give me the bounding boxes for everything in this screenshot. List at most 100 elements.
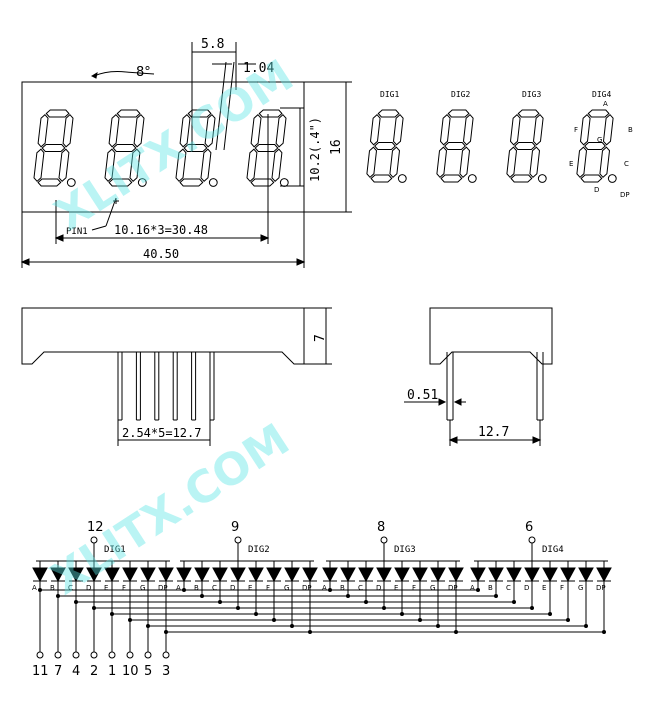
segment-e <box>104 148 116 183</box>
front-digit-4 <box>246 109 288 187</box>
segment-name-label: DP <box>448 584 458 592</box>
pinout-dig1-label: DIG1 <box>380 90 399 99</box>
segment-b <box>602 113 614 146</box>
width-arrows <box>22 259 304 265</box>
segment-name-label: G <box>578 584 583 592</box>
segment-g <box>373 142 397 150</box>
segment-dp <box>209 179 217 187</box>
dig-label-1: DIG1 <box>104 545 126 555</box>
seg-label-g: G <box>597 136 602 144</box>
segment-name-label: F <box>560 584 564 592</box>
body-width-label: 40.50 <box>143 247 179 261</box>
front-labels: 8° 5.8 1.04 10.2(.4") 16 PIN1 10.16*3=30… <box>66 37 344 261</box>
common-pin-3 <box>381 537 387 543</box>
angle-label: 8° <box>136 65 151 80</box>
led-diode <box>68 567 84 583</box>
pinout-digits <box>366 109 616 183</box>
led-diode <box>140 567 156 583</box>
segment-dp <box>67 179 75 187</box>
front-view <box>22 42 352 268</box>
segment-name-label: D <box>86 584 91 592</box>
segment-dp <box>538 175 546 183</box>
segment-e <box>33 148 45 183</box>
bottom-pin-4 <box>91 652 97 658</box>
seg-width-label: 5.8 <box>201 37 224 52</box>
pin1-leader <box>106 198 116 226</box>
segment-g <box>112 144 137 152</box>
end-body-outline <box>430 308 552 364</box>
pinout-digit-3 <box>506 109 546 183</box>
segment-e <box>436 146 448 179</box>
segment-g <box>583 142 607 150</box>
angle-leader <box>126 72 154 74</box>
segment-b <box>133 113 145 148</box>
segment-b <box>392 113 404 146</box>
segment-d <box>510 174 533 183</box>
segment-g <box>443 142 467 150</box>
seg-label-a: A <box>603 100 608 108</box>
front-digit-1 <box>33 109 75 187</box>
segment-name-label: A <box>176 584 181 592</box>
bottom-pin-6 <box>127 652 133 658</box>
led-diode <box>302 567 318 583</box>
led-diode <box>560 567 576 583</box>
bottom-pin-5 <box>109 652 115 658</box>
segment-b <box>204 113 216 148</box>
segment-c <box>58 148 70 183</box>
led-diode <box>248 567 264 583</box>
segment-name-label: C <box>358 584 363 592</box>
watermark-top: XLITX.COM <box>46 50 302 241</box>
seg-thick-ext-b <box>224 62 234 150</box>
segment-name-label: DP <box>596 584 606 592</box>
segment-name-label: E <box>394 584 398 592</box>
led-diode <box>376 567 392 583</box>
side-body-outline <box>22 308 304 364</box>
display-body-outline <box>22 82 304 212</box>
bottom-pin-label-4: 2 <box>90 664 98 679</box>
segment-a <box>377 109 400 118</box>
bottom-pin-1 <box>37 652 43 658</box>
led-diode <box>284 567 300 583</box>
led-diode <box>158 567 174 583</box>
segment-f <box>369 113 381 146</box>
segment-f <box>179 113 191 148</box>
bottom-pin-label-7: 5 <box>144 664 152 679</box>
led-diode <box>506 567 522 583</box>
led-diode <box>50 567 66 583</box>
led-diode <box>470 567 486 583</box>
segment-dp <box>608 175 616 183</box>
segment-name-label: G <box>140 584 145 592</box>
segment-name-label: A <box>322 584 327 592</box>
angle-arrow <box>92 73 97 78</box>
led-diode <box>194 567 210 583</box>
seg-thickness-label: 1.04 <box>243 61 274 76</box>
pinout-dig3-label: DIG3 <box>522 90 541 99</box>
pinout-dig2-label: DIG2 <box>451 90 470 99</box>
segment-b <box>532 113 544 146</box>
watermark-bottom: XLITX.COM <box>42 414 298 605</box>
segment-c <box>129 148 141 183</box>
segment-dp <box>280 179 288 187</box>
segment-c <box>389 146 401 179</box>
bottom-pin-label-6: 10 <box>122 664 139 679</box>
led-diode <box>596 567 612 583</box>
segment-a <box>45 109 70 118</box>
dig-label-4: DIG4 <box>542 545 564 555</box>
seg-label-b: B <box>628 126 633 134</box>
pitch-arrows <box>56 235 268 241</box>
segment-name-label: G <box>430 584 435 592</box>
segment-name-label: B <box>340 584 345 592</box>
led-diode <box>322 567 338 583</box>
led-diode <box>488 567 504 583</box>
led-diode <box>86 567 102 583</box>
row-arrows <box>450 437 540 443</box>
segment-f <box>509 113 521 146</box>
segment-name-label: B <box>194 584 199 592</box>
pin-pitch-label: 2.54*5=12.7 <box>122 426 201 440</box>
segment-name-label: F <box>412 584 416 592</box>
segment-c <box>459 146 471 179</box>
seg-label-e: E <box>569 160 573 168</box>
led-diode <box>340 567 356 583</box>
